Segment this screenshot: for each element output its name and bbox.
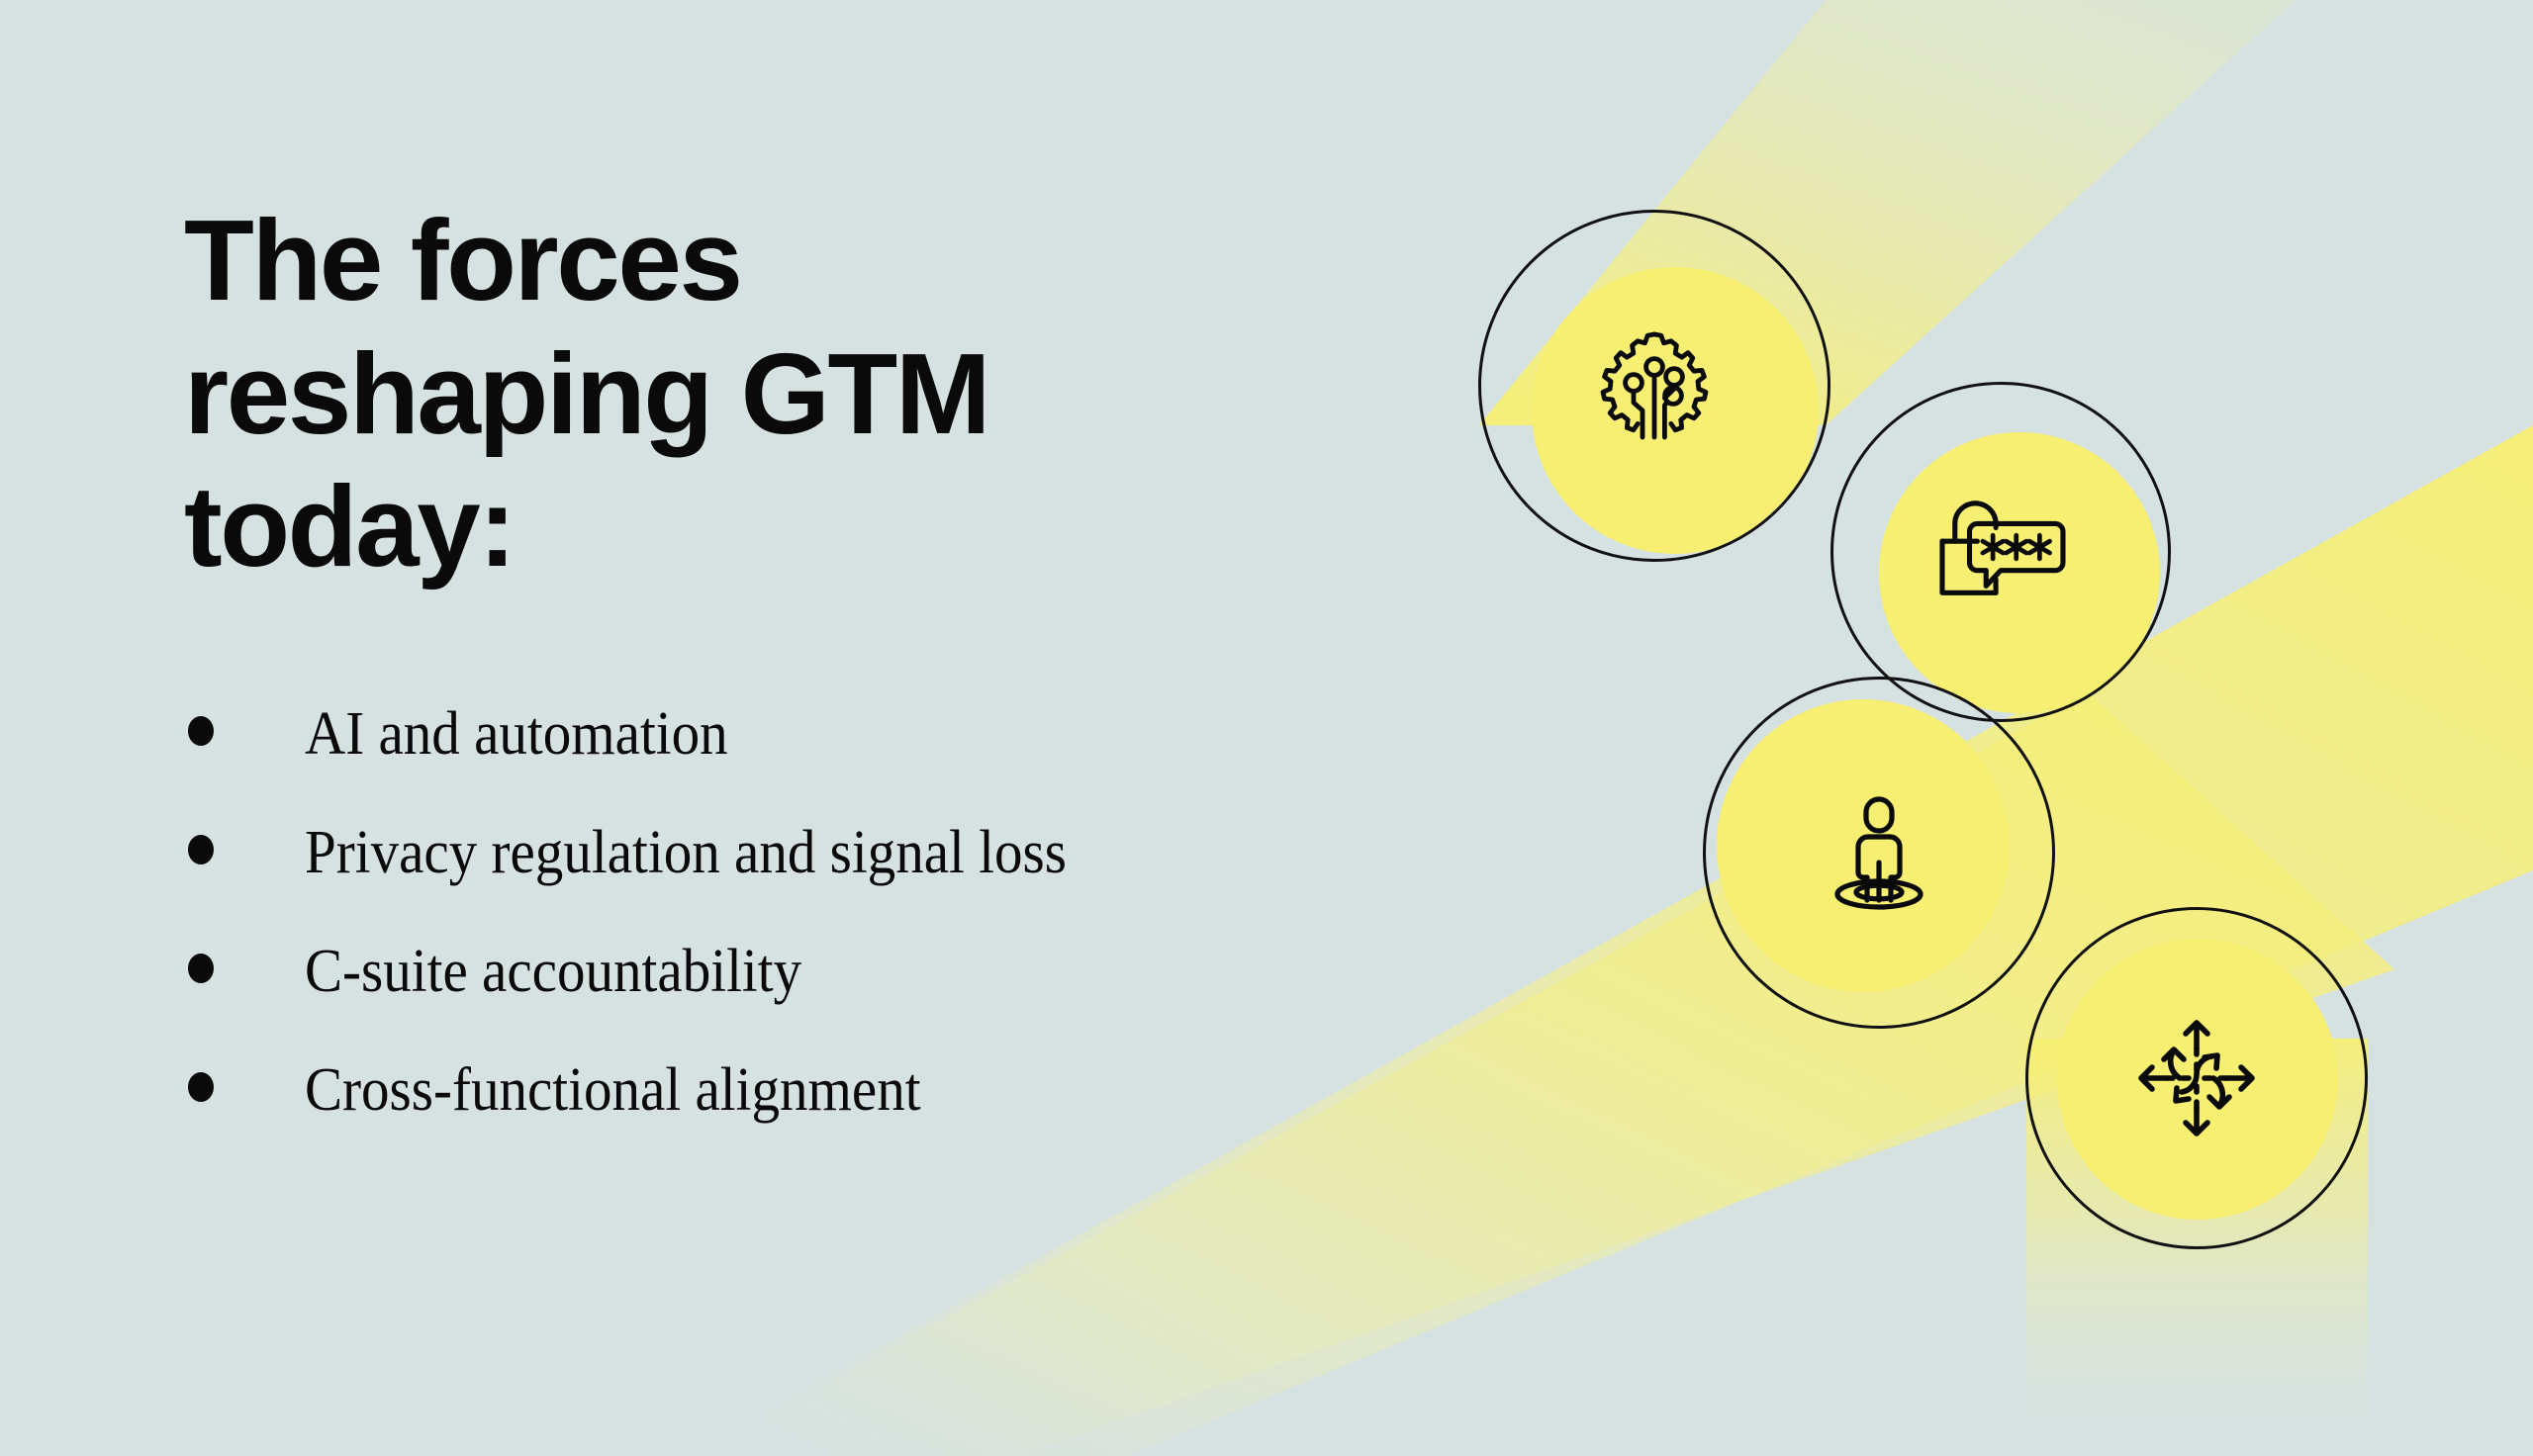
icon-circle-cross-functional-alignment [2025,907,2368,1249]
forces-list: AI and automation Privacy regulation and… [184,700,1391,1125]
list-item: C-suite accountability [184,938,1391,1005]
list-item: AI and automation [184,700,1391,768]
icon-circle-c-suite-accountability [1703,677,2055,1029]
bullet-dot-icon [188,715,214,746]
list-item: Privacy regulation and signal loss [184,819,1391,886]
bullet-dot-icon [188,834,214,864]
bullet-dot-icon [188,1072,214,1103]
icon-circle-privacy-signal-loss: *** [1830,382,2171,722]
list-item-label: Privacy regulation and signal loss [305,818,1067,886]
page-title: The forces reshaping GTM today: [184,196,990,592]
list-item: Cross-functional alignment [184,1056,1391,1124]
four-way-arrows-icon [2131,1013,2262,1143]
unlocked-padlock-password-icon: *** [1930,492,2071,612]
bullet-dot-icon [188,954,214,984]
list-item-label: C-suite accountability [305,938,802,1006]
list-item-label: Cross-functional alignment [305,1056,921,1125]
gear-circuit-icon [1591,322,1718,449]
person-on-platform-icon [1824,789,1934,916]
list-item-label: AI and automation [305,699,728,768]
text-column: The forces reshaping GTM today: AI and a… [184,194,1391,1124]
password-asterisks [1980,532,2052,562]
icon-circle-ai-automation [1478,210,1830,562]
icon-blob [1717,699,2010,992]
icon-blob [1532,267,1819,554]
